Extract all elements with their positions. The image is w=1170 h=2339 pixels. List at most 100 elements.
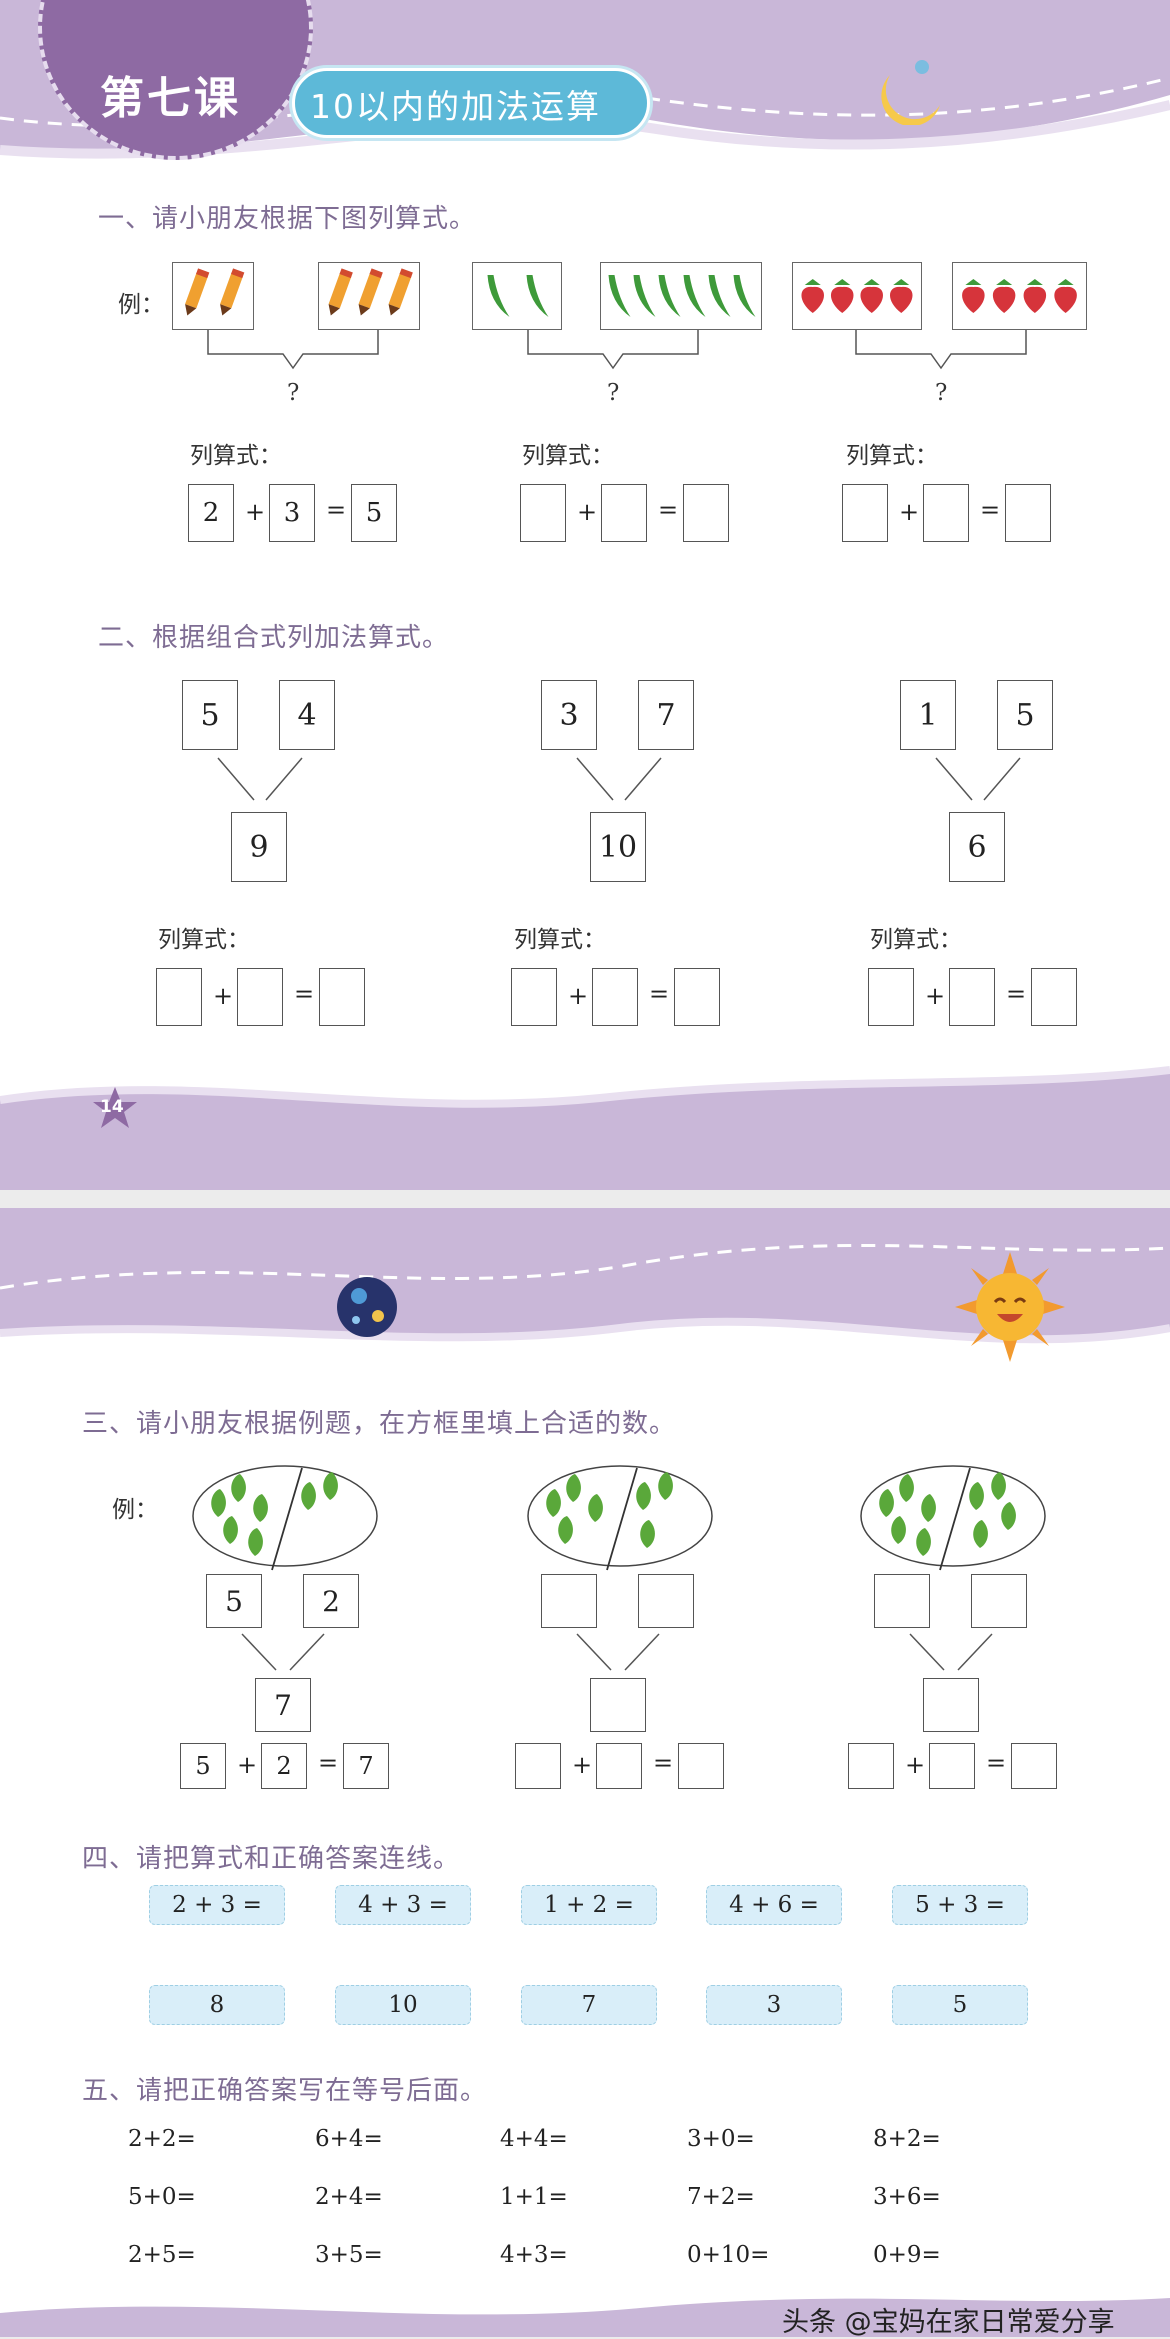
equation-2-4: 7+2= xyxy=(687,2184,755,2210)
s3-eq-box-2-3[interactable] xyxy=(678,1743,724,1789)
s3-combine-lines-3 xyxy=(909,1633,993,1671)
answer-box-s2-1-3[interactable] xyxy=(319,968,365,1026)
section3-title: 三、请小朋友根据例题，在方框里填上合适的数。 xyxy=(82,1409,677,1439)
equals-sign-s2-2: = xyxy=(649,980,670,1008)
plus-sign-2: + xyxy=(577,498,598,526)
answer-box-3-2[interactable] xyxy=(923,484,969,542)
sum-box-1: 9 xyxy=(231,812,287,882)
answer-chip-5[interactable]: 5 xyxy=(892,1985,1028,2025)
s3-eq-box-3-1[interactable] xyxy=(848,1743,894,1789)
picture-box-right-2 xyxy=(600,262,762,330)
leaf-icon xyxy=(891,1516,906,1544)
leaf-icon xyxy=(588,1494,603,1522)
pea-pod-icon xyxy=(733,275,756,317)
pea-pod-icon xyxy=(683,275,706,317)
leaf-icon xyxy=(558,1516,573,1544)
answer-chip-1[interactable]: 8 xyxy=(149,1985,285,2025)
s3-eq-box-3-3[interactable] xyxy=(1011,1743,1057,1789)
s3-eq-box-1-3: 7 xyxy=(343,1743,389,1789)
bracket-2 xyxy=(527,330,699,370)
answer-box-2-3[interactable] xyxy=(683,484,729,542)
section4-title: 四、请把算式和正确答案连线。 xyxy=(82,1844,461,1874)
picture-box-left-1 xyxy=(172,262,254,330)
number-box-1-b: 4 xyxy=(279,680,335,750)
section1-title: 一、请小朋友根据下图列算式。 xyxy=(98,204,477,234)
pencil-icon xyxy=(388,268,413,316)
answer-chip-4[interactable]: 3 xyxy=(706,1985,842,2025)
answer-box-2-2[interactable] xyxy=(601,484,647,542)
plus-sign-3: + xyxy=(899,498,920,526)
answer-box-s2-2-2[interactable] xyxy=(592,968,638,1026)
equation-3-4: 0+10= xyxy=(687,2242,770,2268)
s3-eq-box-2-2[interactable] xyxy=(596,1743,642,1789)
equation-2-1: 5+0= xyxy=(128,2184,196,2210)
number-box-2-b: 7 xyxy=(638,680,694,750)
plus-sign-s2-1: + xyxy=(213,982,234,1010)
leaf-icon xyxy=(231,1474,246,1502)
expression-chip-1[interactable]: 2 + 3 = xyxy=(149,1885,285,1925)
s3-box-2-a[interactable] xyxy=(541,1574,597,1628)
s3-box-3-a[interactable] xyxy=(874,1574,930,1628)
answer-chip-3[interactable]: 7 xyxy=(521,1985,657,2025)
answer-chip-2[interactable]: 10 xyxy=(335,1985,471,2025)
answer-box-s2-1-1[interactable] xyxy=(156,968,202,1026)
answer-box-s2-3-3[interactable] xyxy=(1031,968,1077,1026)
pea-pod-icon xyxy=(633,275,656,317)
plus-sign-s2-3: + xyxy=(925,982,946,1010)
equation-1-4: 3+0= xyxy=(687,2126,755,2152)
leaf-icon xyxy=(921,1494,936,1522)
number-box-3-b: 5 xyxy=(997,680,1053,750)
pencil-icon xyxy=(220,268,245,316)
number-box-1-a: 5 xyxy=(182,680,238,750)
answer-box-3-1[interactable] xyxy=(842,484,888,542)
section2-title: 二、根据组合式列加法算式。 xyxy=(98,623,450,653)
answer-box-s2-1-2[interactable] xyxy=(237,968,283,1026)
expression-chip-4[interactable]: 4 + 6 = xyxy=(706,1885,842,1925)
combine-lines-2 xyxy=(576,757,662,801)
plus-sign-1: + xyxy=(245,498,266,526)
s3-eq-box-1-2: 2 xyxy=(261,1743,307,1789)
equation-3-3: 4+3= xyxy=(500,2242,568,2268)
expression-chip-2[interactable]: 4 + 3 = xyxy=(335,1885,471,1925)
pencil-icon xyxy=(185,268,210,316)
page-number: 14 xyxy=(100,1097,124,1117)
question-mark-2: ? xyxy=(607,380,620,406)
pea-pod-icon xyxy=(487,275,510,317)
s3-box-3-b[interactable] xyxy=(971,1574,1027,1628)
topic-pill xyxy=(292,68,650,138)
picture-box-right-3 xyxy=(952,262,1087,330)
example-label-2: 例： xyxy=(112,1497,158,1523)
expression-chip-5[interactable]: 5 + 3 = xyxy=(892,1885,1028,1925)
s3-eq-box-2-1[interactable] xyxy=(515,1743,561,1789)
leaf-oval-1 xyxy=(192,1465,378,1571)
answer-box-s2-3-2[interactable] xyxy=(949,968,995,1026)
answer-box-s2-2-1[interactable] xyxy=(511,968,557,1026)
leaf-icon xyxy=(640,1520,655,1548)
s3-box-2-b[interactable] xyxy=(638,1574,694,1628)
answer-box-2-1[interactable] xyxy=(520,484,566,542)
equals-sign-s2-3: = xyxy=(1006,980,1027,1008)
equation-1-5: 8+2= xyxy=(873,2126,941,2152)
leaf-icon xyxy=(899,1474,914,1502)
leaf-icon xyxy=(879,1489,894,1517)
strawberry-icon xyxy=(860,279,884,313)
s3-box-1-b: 2 xyxy=(303,1574,359,1628)
equation-1-2: 6+4= xyxy=(315,2126,383,2152)
lesson-label: 第七课 xyxy=(100,73,241,124)
expression-chip-3[interactable]: 1 + 2 = xyxy=(521,1885,657,1925)
answer-box-s2-3-1[interactable] xyxy=(868,968,914,1026)
s3-box-1-a: 5 xyxy=(206,1574,262,1628)
s3-eq-box-3-2[interactable] xyxy=(929,1743,975,1789)
answer-box-3-3[interactable] xyxy=(1005,484,1051,542)
s3-sum-box-2[interactable] xyxy=(590,1678,646,1732)
strawberry-icon xyxy=(889,279,913,313)
leaf-icon xyxy=(223,1516,238,1544)
equation-2-3: 1+1= xyxy=(500,2184,568,2210)
bottom-banner-wave xyxy=(0,1066,1170,1190)
leaf-icon xyxy=(916,1528,931,1556)
equation-1-1: 2+2= xyxy=(128,2126,196,2152)
answer-box-s2-2-3[interactable] xyxy=(674,968,720,1026)
leaf-icon xyxy=(323,1472,338,1500)
leaf-oval-2 xyxy=(527,1465,713,1571)
s3-sum-box-3[interactable] xyxy=(923,1678,979,1732)
